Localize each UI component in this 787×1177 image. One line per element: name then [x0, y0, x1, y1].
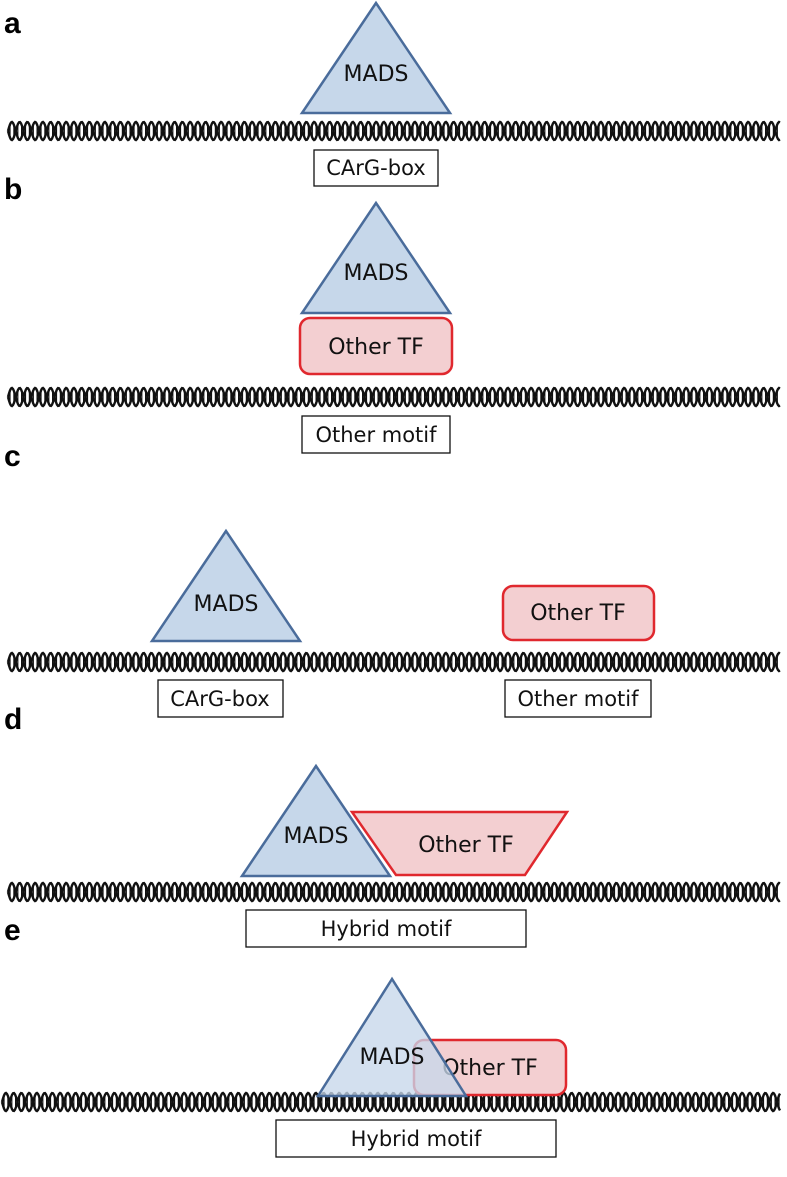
motif-box-e — [275, 1119, 557, 1158]
motif-label-d: Hybrid motif — [321, 917, 452, 941]
mads-triangle-d — [239, 763, 393, 878]
mads-triangle-a — [299, 0, 453, 115]
tf-trapezoid-d — [349, 810, 570, 877]
tf-label-d: Other TF — [418, 833, 514, 858]
motif-label-a: CArG-box — [326, 156, 425, 180]
dna-strand-reverse — [6, 651, 781, 673]
motif-box-a — [313, 149, 439, 187]
mads-triangle-c — [149, 528, 303, 643]
mads-triangle-e — [315, 976, 469, 1098]
motif-box-c-carg — [157, 679, 284, 718]
dna-helix-a — [6, 120, 781, 142]
mads-label-d: MADS — [284, 824, 349, 849]
dna-helix-d — [6, 881, 781, 903]
dna-strand-forward — [0, 1091, 782, 1113]
dna-helix-c — [6, 651, 781, 673]
panel-label-d: d — [4, 703, 22, 736]
motif-box-b — [301, 415, 451, 454]
motif-label-e: Hybrid motif — [351, 1127, 482, 1151]
panel-label-e: e — [4, 914, 21, 947]
motif-label-c-carg: CArG-box — [170, 687, 269, 711]
tf-label-e: Other TF — [442, 1056, 538, 1081]
dna-strand-reverse — [6, 386, 781, 408]
dna-helix-b — [6, 386, 781, 408]
mads-label-b: MADS — [344, 261, 409, 286]
motif-label-c-other: Other motif — [517, 687, 639, 711]
panel-label-b: b — [4, 173, 22, 206]
mads-triangle-b — [299, 200, 453, 315]
panel-label-c: c — [4, 440, 21, 473]
motif-box-c-other — [504, 679, 652, 718]
tf-box-b — [298, 316, 454, 376]
mads-label-a: MADS — [344, 62, 409, 87]
dna-strand-reverse — [6, 881, 781, 903]
mads-label-e: MADS — [360, 1045, 425, 1070]
tf-box-c — [501, 584, 656, 642]
tf-label-b: Other TF — [328, 335, 424, 360]
motif-box-d — [245, 909, 527, 948]
mads-label-c: MADS — [194, 592, 259, 617]
panel-label-a: a — [4, 7, 21, 40]
tf-label-c: Other TF — [530, 601, 626, 626]
motif-label-b: Other motif — [315, 423, 437, 447]
dna-strand-reverse — [6, 120, 781, 142]
